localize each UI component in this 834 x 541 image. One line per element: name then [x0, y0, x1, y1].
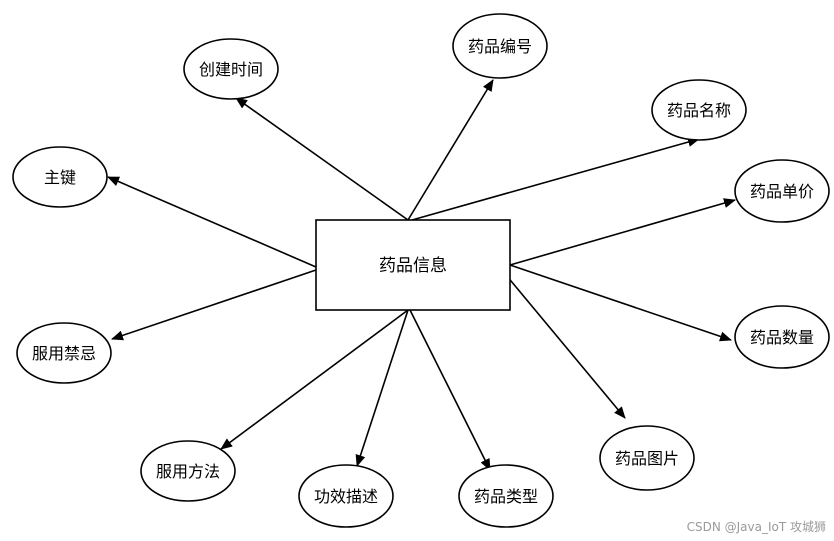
- entity-box: [315, 219, 511, 311]
- arrow-to-primary-key: [107, 176, 317, 268]
- attribute-label: 药品数量: [750, 328, 814, 347]
- arrow-to-unit-price: [509, 198, 736, 266]
- attribute-label: 药品名称: [667, 101, 731, 120]
- arrow-to-created-time: [235, 97, 409, 221]
- attribute-label: 药品类型: [474, 487, 538, 506]
- attribute-drug-name: 药品名称: [651, 79, 747, 141]
- arrow-to-contraindications: [111, 269, 317, 341]
- attribute-label: 药品单价: [750, 182, 814, 201]
- attribute-usage-method: 服用方法: [140, 440, 236, 502]
- attribute-label: 药品编号: [468, 37, 532, 56]
- attribute-label: 功效描述: [314, 487, 378, 506]
- attribute-efficacy: 功效描述: [298, 464, 394, 528]
- arrow-to-drug-image: [505, 274, 626, 419]
- watermark: CSDN @Java_IoT 攻城狮: [686, 520, 826, 534]
- attribute-quantity: 药品数量: [734, 305, 830, 369]
- attribute-label: 创建时间: [199, 60, 263, 79]
- attribute-created-time: 创建时间: [183, 38, 279, 100]
- attribute-unit-price: 药品单价: [734, 159, 830, 223]
- arrow-to-efficacy: [355, 309, 409, 467]
- attribute-drug-image: 药品图片: [599, 425, 695, 491]
- attribute-drug-code: 药品编号: [452, 13, 548, 79]
- attribute-label: 药品图片: [615, 449, 679, 468]
- arrow-to-drug-name: [411, 137, 700, 221]
- attribute-primary-key: 主键: [12, 146, 108, 208]
- attribute-drug-type: 药品类型: [458, 464, 554, 528]
- arrow-to-drug-type: [409, 309, 491, 471]
- arrow-to-usage-method: [220, 309, 409, 450]
- attribute-label: 主键: [44, 168, 76, 187]
- attribute-label: 服用方法: [156, 462, 220, 481]
- attribute-contraindications: 服用禁忌: [16, 322, 112, 384]
- arrow-to-drug-code: [407, 79, 494, 221]
- connector-arrows: [107, 79, 736, 471]
- entity-drug-info: 药品信息: [315, 219, 511, 311]
- attribute-label: 服用禁忌: [32, 344, 96, 363]
- entity-label: 药品信息: [379, 256, 447, 276]
- arrow-to-quantity: [509, 264, 732, 342]
